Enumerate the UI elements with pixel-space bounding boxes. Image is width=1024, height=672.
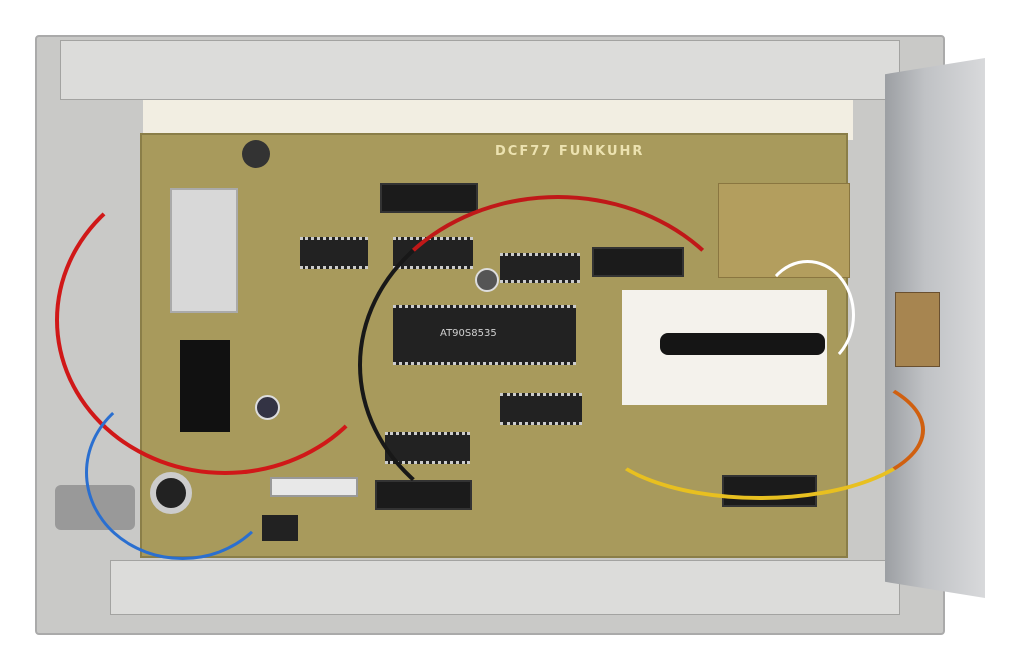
twisted-wire xyxy=(358,195,758,535)
terminal-block xyxy=(262,515,298,541)
capacitor xyxy=(242,140,270,168)
chip-label: AT90S8535 xyxy=(440,328,497,339)
connector-board xyxy=(895,292,940,367)
ribbon-header xyxy=(380,183,478,213)
top-vent xyxy=(60,40,900,100)
yellow-wire-bundle xyxy=(595,360,925,500)
antenna-wire xyxy=(760,260,855,370)
blue-wire xyxy=(85,385,280,560)
pcb-title: DCF77 FUNKUHR xyxy=(495,144,645,159)
bottom-vent xyxy=(110,560,900,615)
fuse xyxy=(270,477,358,497)
receiver-module xyxy=(718,183,850,278)
